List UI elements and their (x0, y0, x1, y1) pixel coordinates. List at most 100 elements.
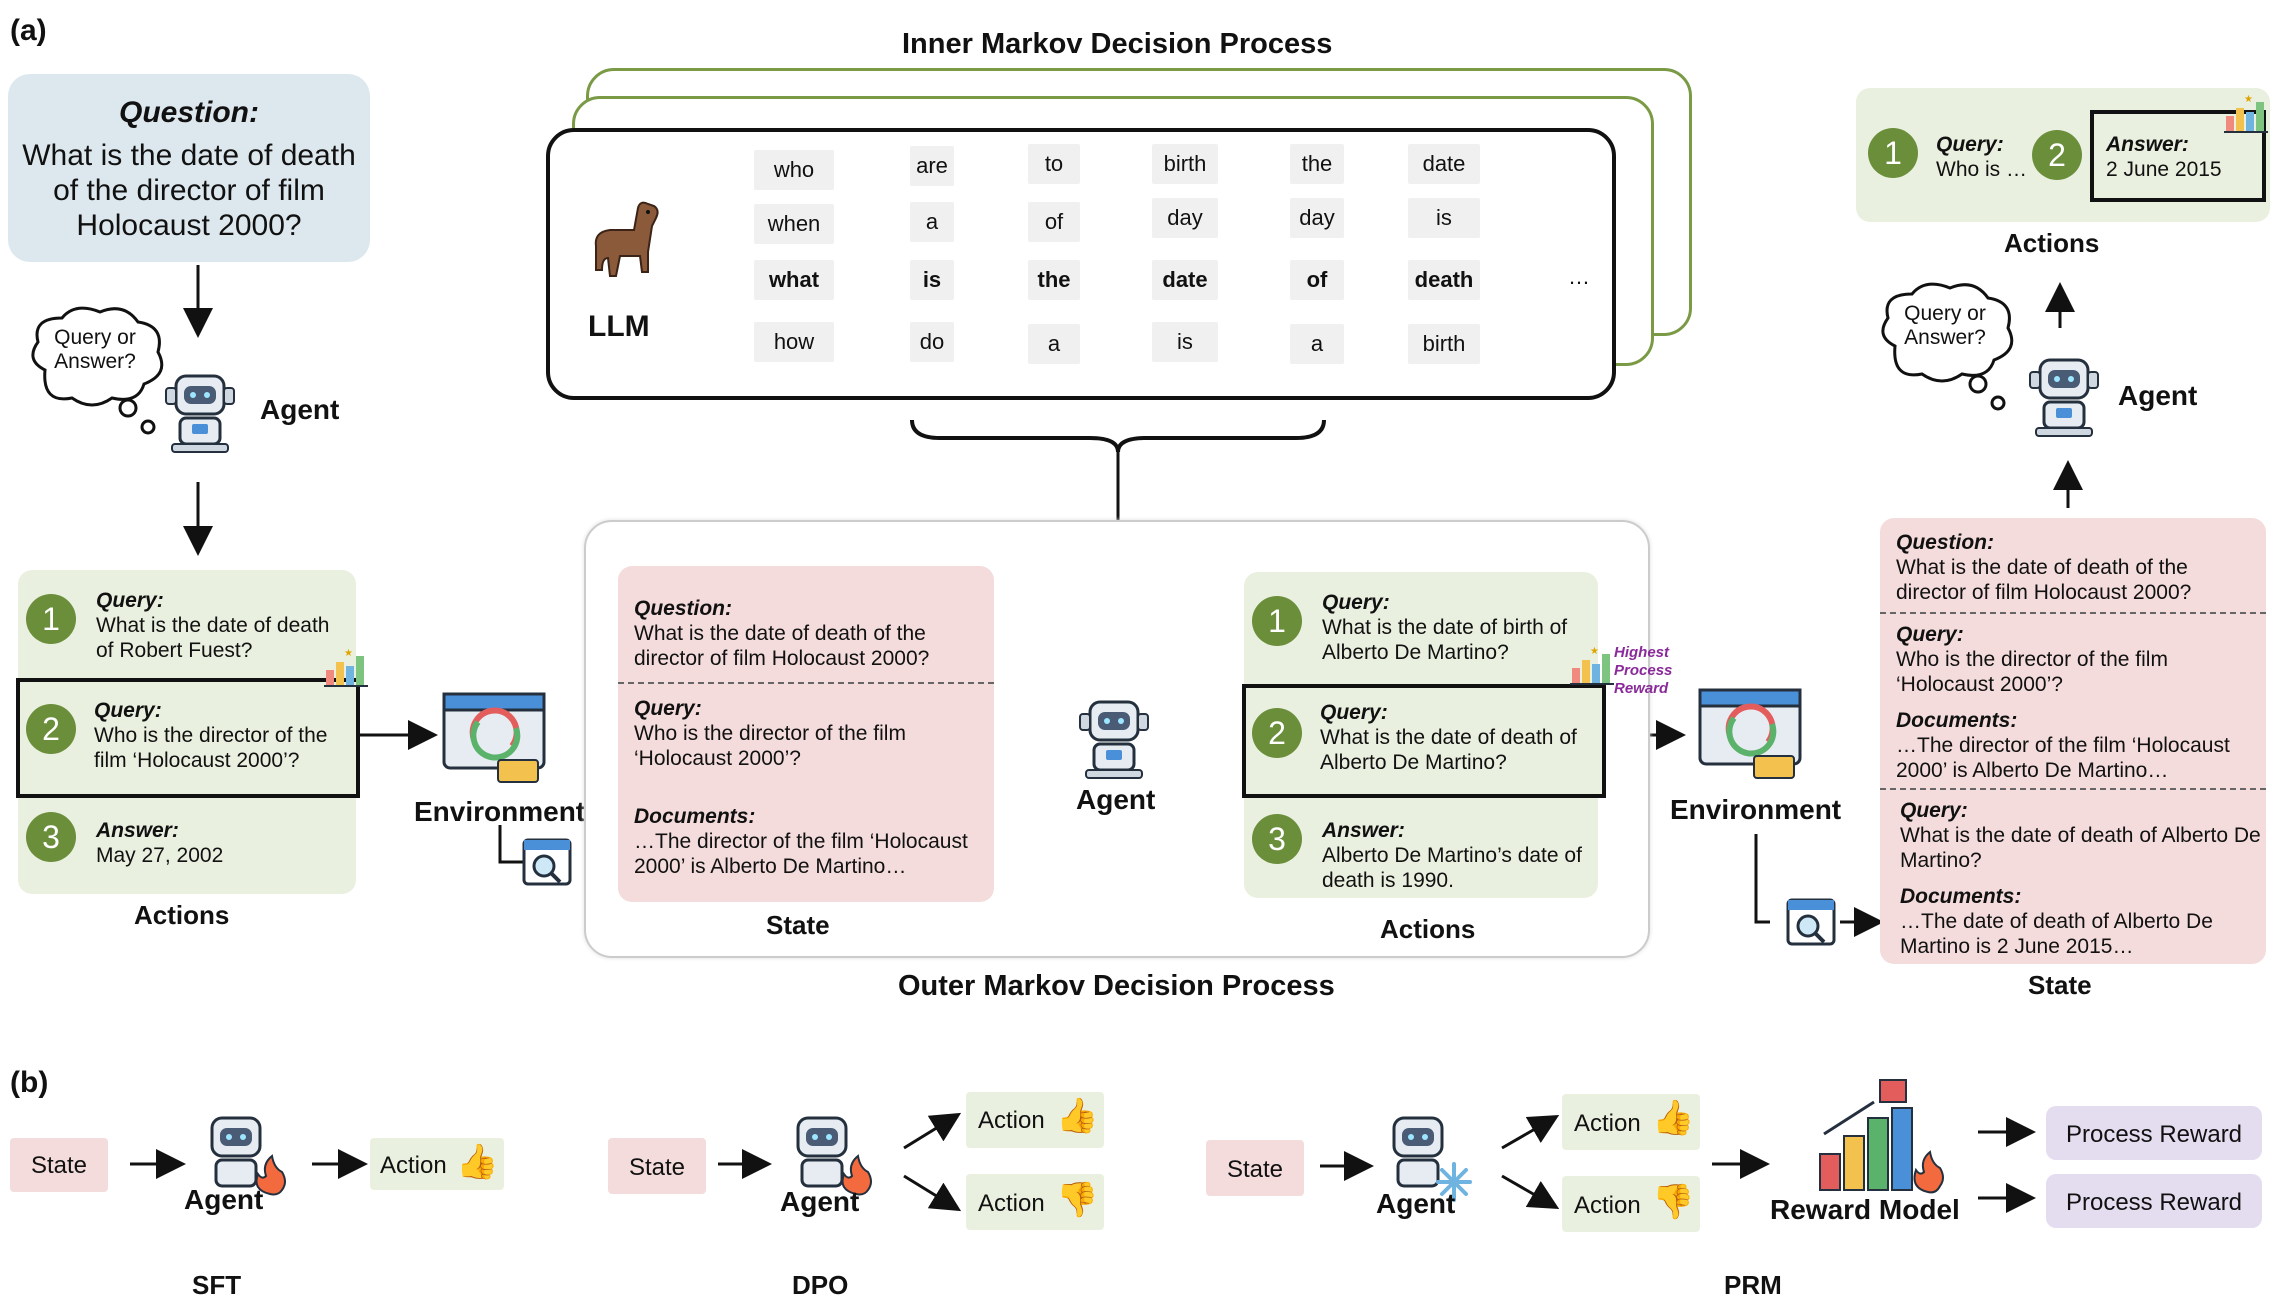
action-item: Query: What is the date of death of Robe… (96, 588, 352, 663)
action-number: 3 (26, 812, 76, 862)
state-question: Question: What is the date of death of t… (634, 596, 990, 671)
token: date (1408, 144, 1480, 184)
action-head: Query: (1320, 701, 1388, 724)
state-query: Query: What is the date of death of Albe… (1900, 798, 2262, 873)
state-text: Who is the director of the film ‘Holocau… (634, 722, 906, 770)
environment-icon (442, 692, 546, 783)
action-item: Query: Who is … (1936, 132, 2056, 182)
thumbs-up-icon: 👍 (1652, 1099, 1695, 1137)
state-chip (1206, 1140, 1304, 1196)
divider (1880, 788, 2266, 790)
state-head: Documents: (1900, 885, 2022, 908)
action-number: 1 (1868, 128, 1918, 178)
token: do (910, 322, 954, 362)
action-chip (1562, 1094, 1700, 1150)
reward-chart-icon: ★ (324, 648, 368, 687)
state-chip-label: State (628, 1154, 686, 1181)
action-chip (1562, 1176, 1700, 1232)
thought-text: Query or Answer? (1904, 302, 1986, 349)
state-documents: Documents: …The date of death of Alberto… (1900, 884, 2262, 959)
state-query: Query: Who is the director of the film ‘… (1896, 622, 2262, 697)
thumbs-up-icon: 👍 (456, 1143, 499, 1181)
thumbs-up-icon: 👍 (1056, 1097, 1099, 1135)
state-head: Question: (634, 597, 732, 620)
state-box-right (1880, 518, 2266, 964)
action-number: 2 (26, 704, 76, 754)
robot-training-icon (210, 1116, 286, 1196)
state-text: What is the date of death of the directo… (634, 622, 930, 670)
outer-mdp-title: Outer Markov Decision Process (898, 970, 1335, 1002)
action-chip-rejected (966, 1174, 1104, 1230)
action-text: What is the date of death of Robert Fues… (96, 614, 330, 662)
state-text: What is the date of death of the directo… (1896, 556, 2192, 604)
action-text: Alberto De Martino’s date of death is 19… (1322, 844, 1582, 892)
panel-label-b: (b) (10, 1066, 49, 1099)
state-chip (608, 1138, 706, 1194)
action-head: Query: (1936, 133, 2004, 156)
token-ellipsis: … (1568, 264, 1590, 289)
svg-text:★: ★ (1590, 646, 1599, 657)
state-text: …The director of the film ‘Holocaust 200… (1896, 734, 2230, 782)
token-selected: what (754, 260, 834, 300)
action-chip-label: Action (380, 1152, 447, 1179)
question-text: What is the date of death of the directo… (22, 139, 356, 242)
token: birth (1408, 324, 1480, 364)
action-head: Query: (96, 589, 164, 612)
token: of (1028, 202, 1080, 242)
token: a (1028, 324, 1080, 364)
environment-label-right: Environment (1670, 794, 1842, 825)
action-text: What is the date of birth of Alberto De … (1322, 616, 1568, 664)
state-documents: Documents: …The director of the film ‘Ho… (634, 804, 990, 879)
token: the (1290, 144, 1344, 184)
token-selected: death (1408, 260, 1480, 300)
action-head: Answer: (96, 819, 179, 842)
state-head: Documents: (634, 805, 756, 828)
reward-model-label: Reward Model (1770, 1194, 1960, 1225)
token: day (1152, 198, 1218, 238)
state-text: …The date of death of Alberto De Martino… (1900, 910, 2213, 958)
thought-cloud-icon (1881, 282, 2014, 411)
robot-agent-icon (2029, 358, 2099, 437)
token: a (910, 202, 954, 242)
state-chip (10, 1138, 108, 1192)
thumbs-down-icon: 👎 (1652, 1183, 1695, 1221)
state-question: Question: What is the date of death of t… (1896, 530, 2262, 605)
action-item: Answer: 2 June 2015 (2106, 132, 2256, 182)
action-item: Answer: Alberto De Martino’s date of dea… (1322, 818, 1590, 893)
state-text: What is the date of death of Alberto De … (1900, 824, 2261, 872)
process-reward-label: Process Reward (2065, 1121, 2243, 1148)
state-head: Query: (634, 697, 702, 720)
method-label-dpo: DPO (792, 1270, 849, 1300)
token: is (1408, 198, 1480, 238)
environment-label-left: Environment (414, 796, 586, 827)
agent-label-center: Agent (1076, 784, 1156, 815)
agent-label-left: Agent (260, 394, 340, 425)
state-text: Who is the director of the film ‘Holocau… (1896, 648, 2168, 696)
action-chip-label: Action (1574, 1192, 1641, 1219)
agent-label: Agent (1376, 1188, 1456, 1219)
action-head: Answer: (1322, 819, 1405, 842)
process-reward-label: Process Reward (2065, 1189, 2243, 1216)
token: are (910, 146, 954, 186)
highest-reward-note: Highest Process Reward (1614, 644, 1673, 697)
action-chip-preferred (966, 1092, 1104, 1148)
thought-text: Query or Answer? (54, 326, 136, 373)
token: when (754, 204, 834, 244)
state-chip-label: State (30, 1152, 88, 1179)
action-head: Query: (94, 699, 162, 722)
action-item: Query: What is the date of birth of Albe… (1322, 590, 1590, 665)
action-number: 2 (1252, 708, 1302, 758)
action-number: 3 (1252, 814, 1302, 864)
inner-mdp-title: Inner Markov Decision Process (902, 28, 1333, 60)
token: is (1152, 322, 1218, 362)
state-label-right: State (2028, 970, 2092, 1000)
action-item: Query: Who is the director of the film ‘… (94, 698, 352, 773)
state-query: Query: Who is the director of the film ‘… (634, 696, 990, 771)
token: to (1028, 144, 1080, 184)
svg-text:★: ★ (2244, 94, 2253, 105)
actions-label-right: Actions (2004, 228, 2100, 258)
thought-cloud-icon (31, 306, 164, 435)
thumbs-down-icon: 👎 (1056, 1181, 1099, 1219)
method-label-sft: SFT (192, 1270, 242, 1300)
action-chip-label: Action (1574, 1110, 1641, 1137)
